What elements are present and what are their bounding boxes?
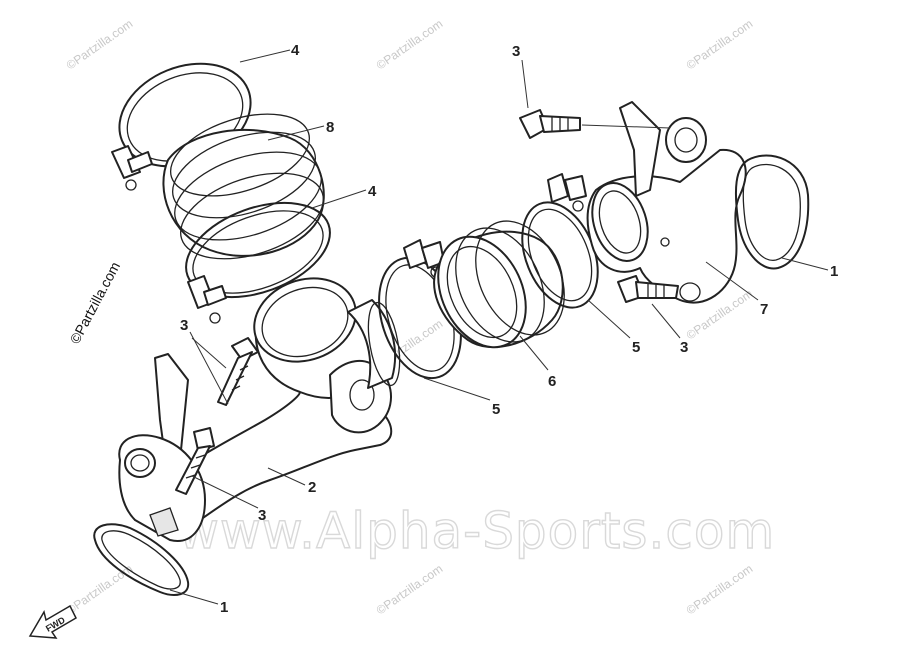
callout-5-right: 5 bbox=[632, 339, 640, 356]
leader-lines bbox=[169, 49, 829, 605]
throttle-body-flange bbox=[586, 101, 747, 304]
hose-clamp-right bbox=[521, 173, 599, 309]
callout-3-low: 3 bbox=[258, 507, 266, 524]
o-ring-right bbox=[734, 154, 810, 270]
watermark-main: www.Alpha-Sports.com bbox=[178, 502, 775, 560]
callout-5-mid: 5 bbox=[492, 401, 500, 418]
watermark-small: ©Partzilla.com bbox=[684, 562, 756, 618]
callout-4-top: 4 bbox=[291, 42, 300, 59]
callout-labels: 4 8 4 3 1 7 3 5 6 5 3 2 3 1 bbox=[180, 42, 838, 616]
watermark-side: ©Partzilla.com bbox=[67, 259, 124, 346]
rubber-boot-top bbox=[162, 113, 325, 260]
watermark-small: ©Partzilla.com bbox=[684, 17, 756, 73]
bolt-right bbox=[617, 275, 679, 303]
bolt-left-upper bbox=[217, 337, 259, 406]
callout-4-mid: 4 bbox=[368, 183, 377, 200]
bolt-top bbox=[519, 109, 581, 139]
flange-bracket-left bbox=[118, 353, 206, 542]
forward-arrow-icon: FWD bbox=[28, 604, 77, 639]
watermark-small: ©Partzilla.com bbox=[64, 562, 136, 618]
callout-3-top: 3 bbox=[512, 43, 520, 60]
intake-elbow bbox=[150, 277, 401, 531]
callout-8: 8 bbox=[326, 119, 334, 136]
rubber-coupler bbox=[433, 220, 565, 349]
callout-3-right: 3 bbox=[680, 339, 688, 356]
watermark-small: ©Partzilla.com bbox=[374, 17, 446, 73]
callout-1-right: 1 bbox=[830, 263, 838, 280]
callout-7: 7 bbox=[760, 301, 768, 318]
hose-clamp-lower-mid bbox=[378, 239, 462, 380]
watermark-small: ©Partzilla.com bbox=[374, 562, 446, 618]
callout-3-left: 3 bbox=[180, 317, 188, 334]
callout-1-bottom: 1 bbox=[220, 599, 228, 616]
o-ring-bottom bbox=[93, 523, 190, 596]
callout-6: 6 bbox=[548, 373, 556, 390]
hose-clamp-middle bbox=[185, 201, 331, 324]
callout-2: 2 bbox=[308, 479, 316, 496]
watermark-small: ©Partzilla.com bbox=[64, 17, 136, 73]
bolt-left-lower bbox=[175, 427, 215, 495]
